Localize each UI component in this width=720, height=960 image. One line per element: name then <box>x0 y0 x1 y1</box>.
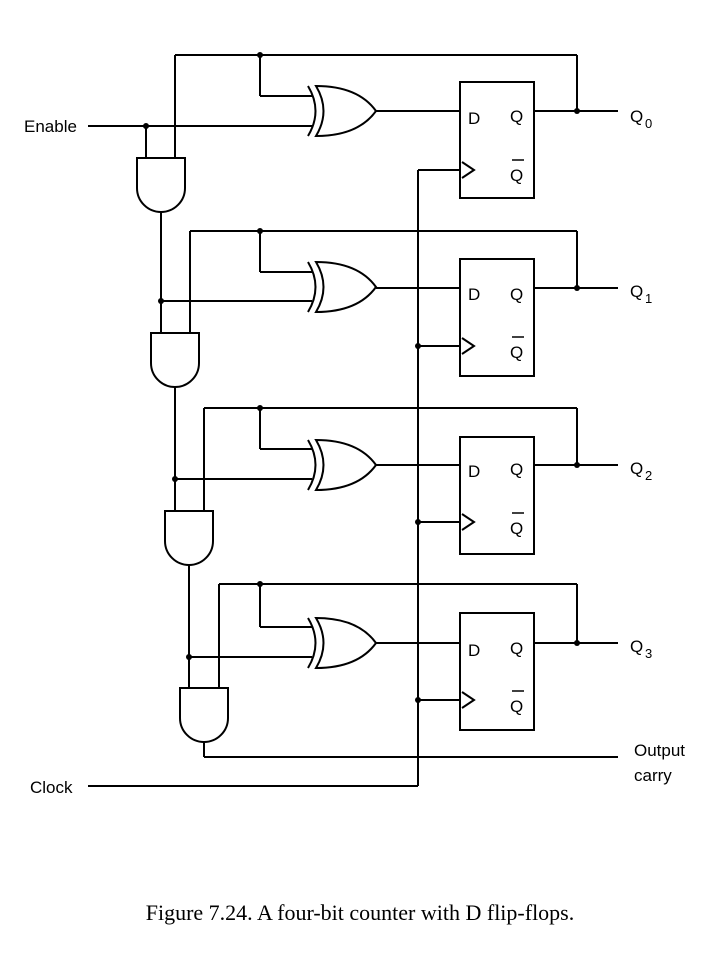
clock-label: Clock <box>30 778 73 797</box>
ff-d-label: D <box>468 285 480 304</box>
d-flip-flop-0: D Q Q <box>459 81 535 199</box>
d-flip-flop-1: D Q Q <box>459 258 535 377</box>
xor-gate-1 <box>307 260 378 314</box>
ff-q-label: Q <box>510 285 523 304</box>
ff-q-label: Q <box>510 639 523 658</box>
ff-d-label: D <box>468 641 480 660</box>
ff-q-label: Q <box>510 107 523 126</box>
stage-1: D Q Q Q 1 <box>150 228 652 479</box>
q2-output-label: Q <box>630 459 643 478</box>
and-gate-3 <box>164 510 214 566</box>
d-flip-flop-2: D Q Q <box>459 436 535 555</box>
output-carry-label-line1: Output <box>634 741 685 760</box>
ff-qbar-label: Q <box>510 519 523 538</box>
figure-caption: Figure 7.24. A four-bit counter with D f… <box>145 900 575 925</box>
xor-gate-0 <box>307 84 378 138</box>
q2-output-index: 2 <box>645 468 652 483</box>
output-carry-label-line2: carry <box>634 766 672 785</box>
q1-output-label: Q <box>630 282 643 301</box>
stage-0: D Q Q Q 0 <box>88 52 652 301</box>
xor-gate-3 <box>307 616 378 670</box>
q3-output-index: 3 <box>645 646 652 661</box>
ff-qbar-label: Q <box>510 697 523 716</box>
clock-bus <box>88 169 462 787</box>
ff-qbar-label: Q <box>510 343 523 362</box>
q0-output-index: 0 <box>645 116 652 131</box>
ff-qbar-label: Q <box>510 166 523 185</box>
ff-d-label: D <box>468 462 480 481</box>
ff-q-label: Q <box>510 460 523 479</box>
enable-label: Enable <box>24 117 77 136</box>
stage-2: D Q Q Q 2 <box>164 405 652 657</box>
and-gate-1 <box>136 157 186 213</box>
q3-output-label: Q <box>630 637 643 656</box>
q1-output-index: 1 <box>645 291 652 306</box>
and-gate-2 <box>150 332 200 388</box>
ff-d-label: D <box>468 109 480 128</box>
q0-output-label: Q <box>630 107 643 126</box>
d-flip-flop-3: D Q Q <box>459 612 535 731</box>
xor-gate-2 <box>307 438 378 492</box>
and-gate-4 <box>179 687 229 743</box>
stage-3: D Q Q Q 3 <box>179 581 652 758</box>
